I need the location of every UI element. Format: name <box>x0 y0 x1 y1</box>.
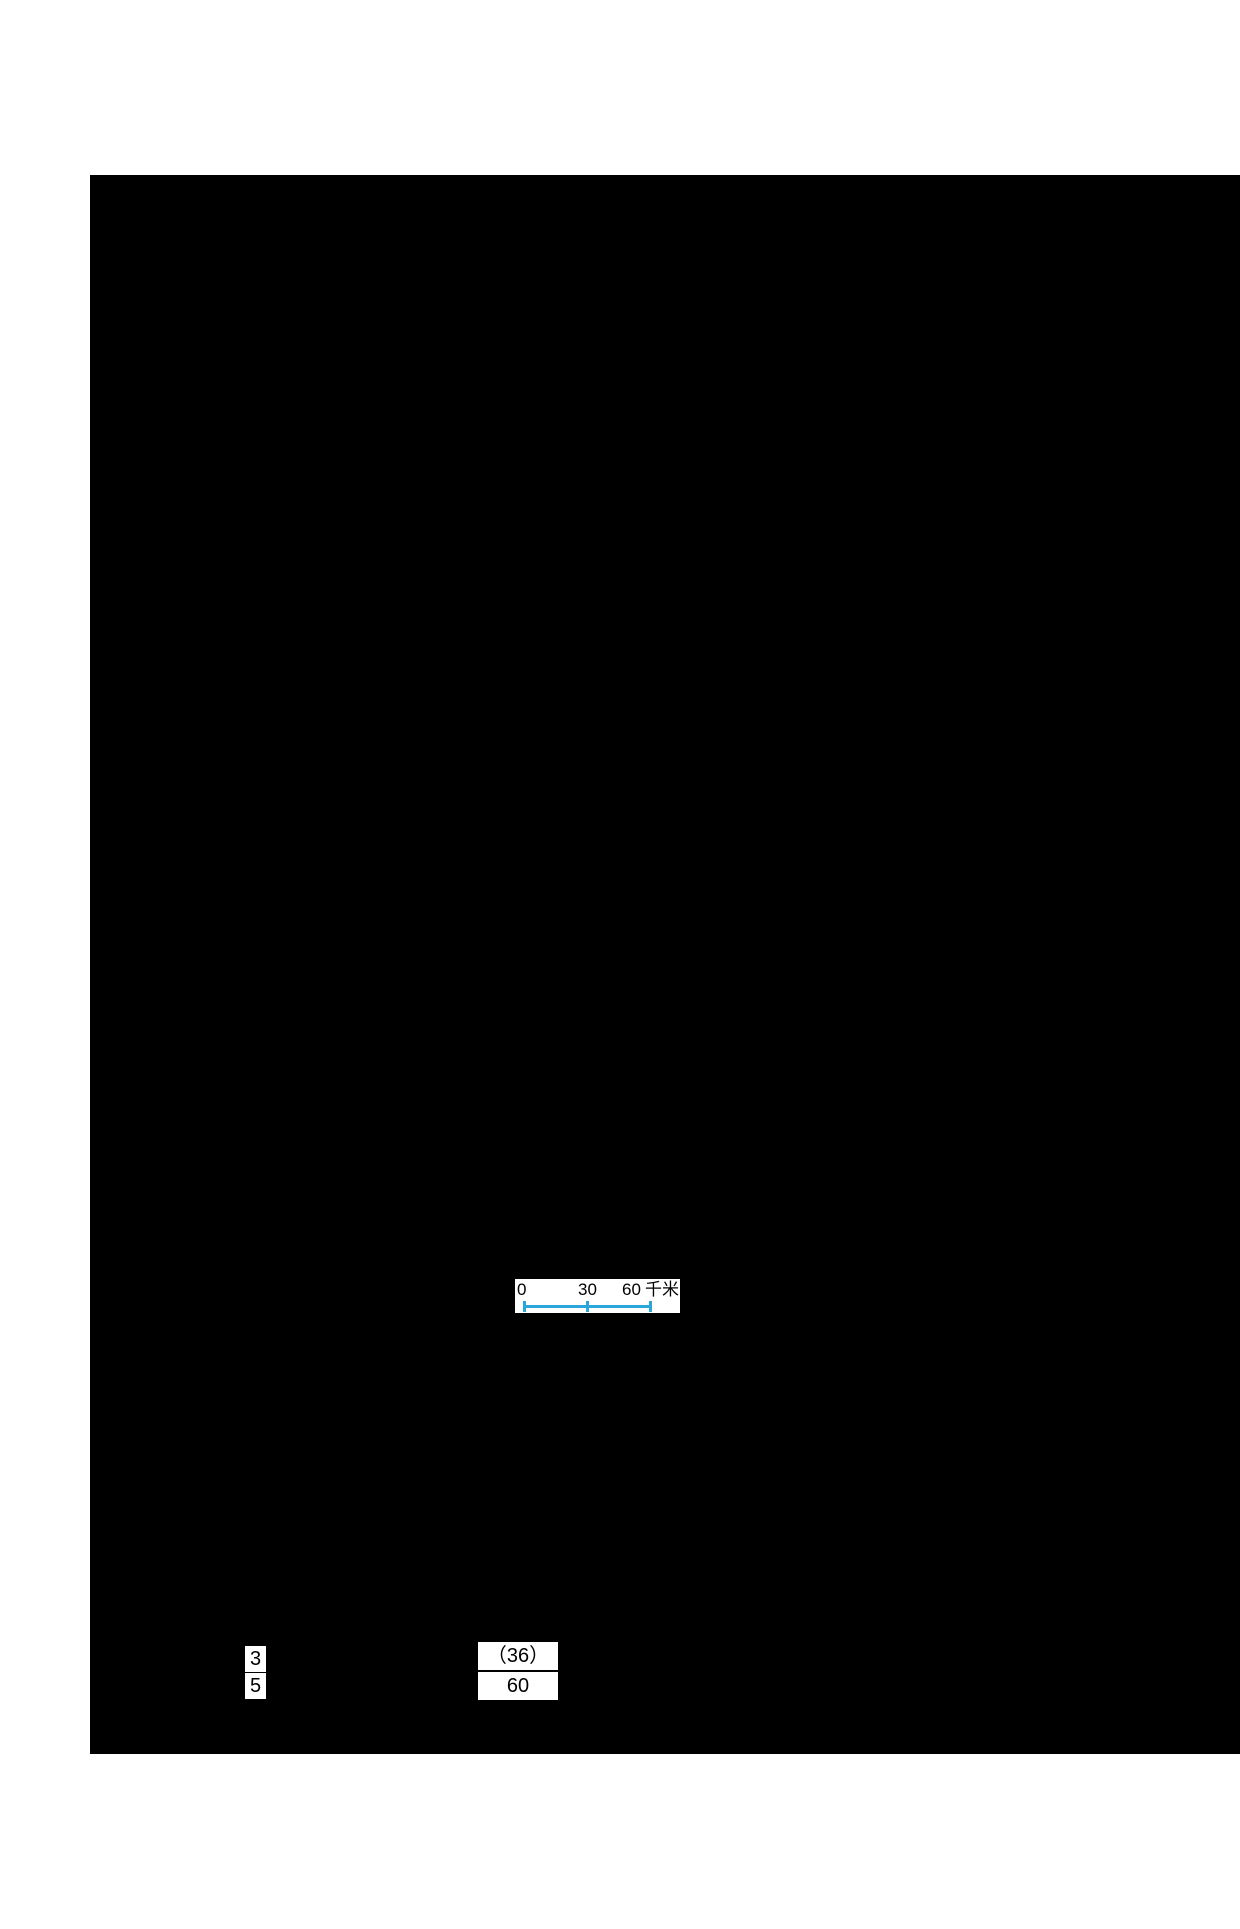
scale-tick-label-30: 30 <box>578 1280 597 1299</box>
scale-bar-tick-start <box>523 1301 526 1312</box>
value-fraction-denominator: 60 <box>506 1675 530 1697</box>
page-number-fraction: 3 5 <box>245 1646 266 1699</box>
scale-unit-label: 千米 <box>645 1280 679 1299</box>
scale-tick-label-60: 60 <box>622 1280 641 1299</box>
map-canvas: 0 30 60 千米 3 5 （36） 60 <box>90 175 1240 1754</box>
map-scale-bar: 0 30 60 千米 <box>515 1279 680 1313</box>
value-fraction-numerator: （36） <box>486 1645 550 1667</box>
value-fraction-rule <box>478 1670 558 1672</box>
scale-bar-tick-end <box>649 1301 652 1312</box>
value-fraction-box: （36） 60 <box>478 1642 558 1700</box>
scale-bar-line-group <box>523 1301 652 1312</box>
scale-bar-tick-middle <box>586 1301 589 1312</box>
page-fraction-numerator: 3 <box>249 1648 262 1670</box>
page-fraction-denominator: 5 <box>249 1675 262 1697</box>
scale-bar-labels: 0 30 60 千米 <box>515 1279 680 1300</box>
page-fraction-rule <box>245 1672 266 1673</box>
scale-tick-label-0: 0 <box>517 1280 527 1299</box>
